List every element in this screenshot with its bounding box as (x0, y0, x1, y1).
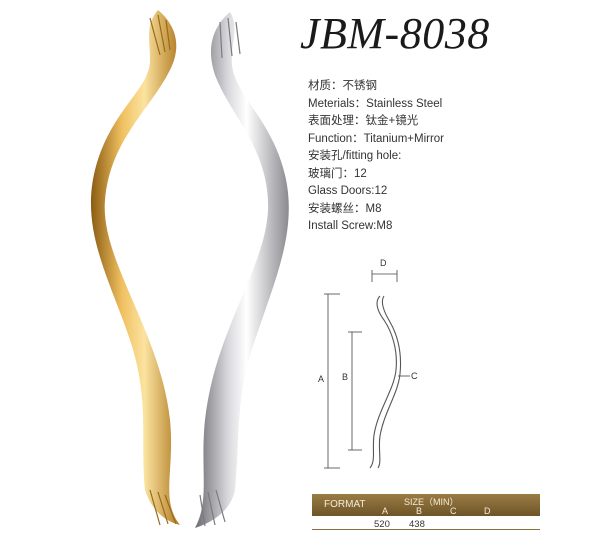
dim-label-b: B (342, 372, 348, 382)
size-header: SIZE（MIN） (404, 497, 459, 507)
dimension-diagram: D A B C (318, 258, 418, 469)
spec-list: 材质：不锈钢 Meterials：Stainless Steel 表面处理：钛金… (308, 78, 444, 236)
dim-label-c: C (411, 371, 418, 381)
column-header: B (416, 506, 423, 516)
spec-line: Glass Doors:12 (308, 185, 388, 197)
spec-line: 材质：不锈钢 (308, 80, 377, 92)
value-cell: 520 (374, 519, 390, 530)
product-model-title: JBM-8038 (300, 9, 490, 58)
table-divider (312, 529, 540, 530)
spec-line: Function：Titanium+Mirror (308, 132, 445, 145)
format-label: FORMAT (324, 499, 366, 510)
silver-handle (195, 12, 289, 528)
spec-line: 表面处理：钛金+镜光 (308, 115, 419, 127)
value-cell: 438 (409, 519, 425, 530)
spec-line: 安装孔/fitting hole: (308, 150, 402, 162)
spec-line: Meterials：Stainless Steel (308, 97, 443, 110)
spec-line: Install Screw:M8 (308, 220, 393, 232)
spec-line: 玻璃门：12 (308, 167, 367, 180)
dim-label-a: A (318, 374, 324, 384)
format-table: FORMAT SIZE（MIN） A B C D 520 438 (312, 494, 540, 532)
format-header-band (312, 494, 540, 516)
column-header: A (382, 506, 389, 516)
gold-handle (90, 10, 180, 526)
dim-label-d: D (380, 258, 387, 268)
product-photo (90, 10, 289, 528)
spec-line: 安装螺丝：M8 (308, 202, 382, 215)
column-header: C (450, 506, 457, 516)
column-header: D (484, 506, 491, 516)
